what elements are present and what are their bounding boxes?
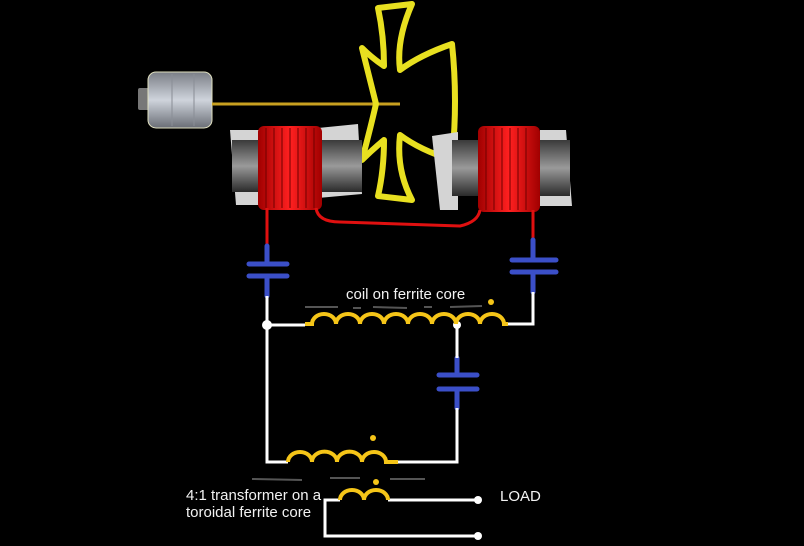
load-terminal-top[interactable]: [474, 496, 482, 504]
polarity-dot: [370, 435, 376, 441]
left-capacitor: [246, 243, 290, 299]
ferrite-core-marks: [305, 305, 483, 309]
right-capacitor: [509, 237, 559, 295]
load-label: LOAD: [500, 488, 541, 505]
transformer-primary: [286, 449, 398, 464]
transformer-secondary: [338, 488, 390, 501]
middle-capacitor: [436, 355, 480, 411]
polarity-dot: [373, 479, 379, 485]
coil-label: coil on ferrite core: [346, 286, 466, 303]
transformer-label: 4:1 transformer on a toroidal ferrite co…: [186, 487, 322, 521]
rotor: [359, 1, 458, 203]
junction-node: [262, 320, 272, 330]
toroid-core-marks: [251, 477, 425, 481]
right-coil-assembly: [432, 126, 572, 212]
motor: [138, 71, 213, 129]
load-terminal-bottom[interactable]: [474, 532, 482, 540]
polarity-dot: [488, 299, 494, 305]
ferrite-coil-inductor: [305, 312, 508, 326]
coil-wires: [265, 207, 535, 248]
left-coil-assembly: [230, 124, 362, 210]
